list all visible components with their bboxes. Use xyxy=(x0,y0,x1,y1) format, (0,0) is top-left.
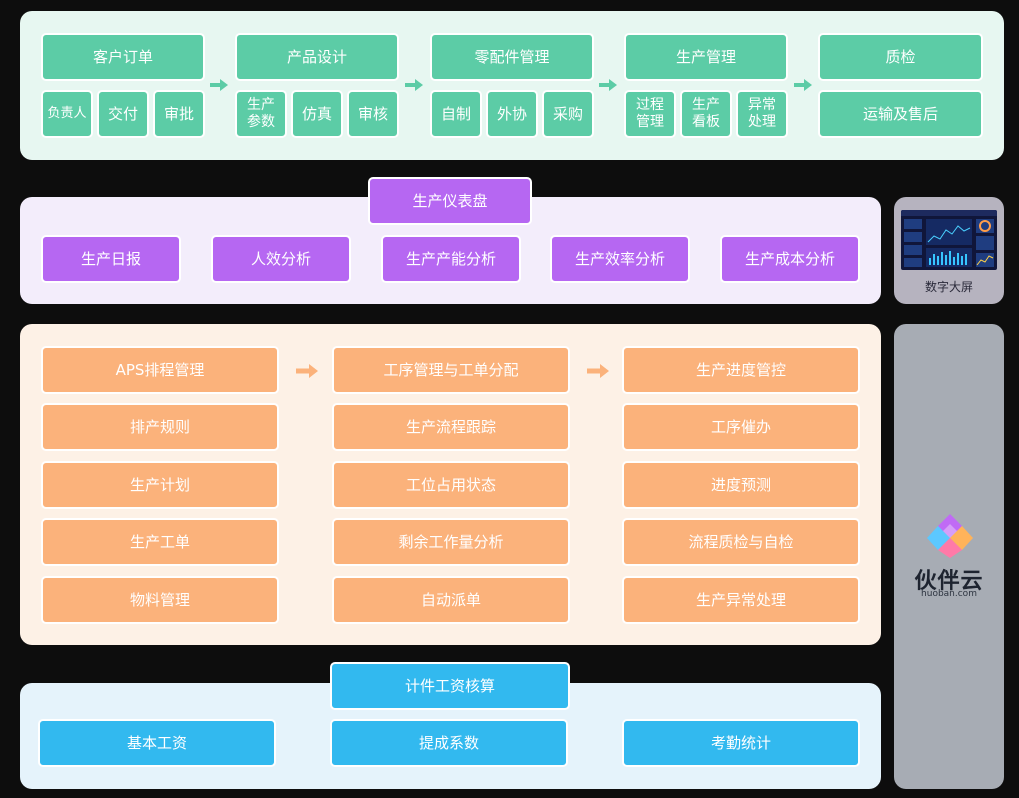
group-sub: 异常 处理 xyxy=(736,90,788,138)
planning-item: 剩余工作量分析 xyxy=(332,518,570,566)
group-sub: 生产 看板 xyxy=(680,90,732,138)
group-sub: 外协 xyxy=(486,90,538,138)
arrow-right-icon xyxy=(599,79,619,91)
planning-item: 物料管理 xyxy=(41,576,279,624)
planning-item: 流程质检与自检 xyxy=(622,518,860,566)
group-sub: 运输及售后 xyxy=(818,90,983,138)
group-sub: 过程 管理 xyxy=(624,90,676,138)
planning-item: 进度预测 xyxy=(622,461,860,509)
group-title: 客户订单 xyxy=(41,33,205,81)
group-sub: 采购 xyxy=(542,90,594,138)
arrow-right-icon xyxy=(794,79,814,91)
planning-item: 生产工单 xyxy=(41,518,279,566)
dashboard-item: 生产效率分析 xyxy=(550,235,690,283)
arrow-right-icon xyxy=(587,364,609,378)
dashboard-title: 生产仪表盘 xyxy=(368,177,532,225)
planning-item: 生产流程跟踪 xyxy=(332,403,570,451)
planning-item: 工序催办 xyxy=(622,403,860,451)
wages-title: 计件工资核算 xyxy=(330,662,570,710)
planning-item: 生产计划 xyxy=(41,461,279,509)
big-screen-label: 数字大屏 xyxy=(924,280,973,294)
wages-item: 提成系数 xyxy=(330,719,568,767)
group-sub: 交付 xyxy=(97,90,149,138)
wages-item: 考勤统计 xyxy=(622,719,860,767)
planning-item: 自动派单 xyxy=(332,576,570,624)
group-title: 生产管理 xyxy=(624,33,788,81)
group-title: 零配件管理 xyxy=(430,33,594,81)
planning-item: 生产异常处理 xyxy=(622,576,860,624)
group-title: 质检 xyxy=(818,33,983,81)
group-sub: 审核 xyxy=(347,90,399,138)
brand-url: huoban.com xyxy=(921,589,977,599)
group-sub: 仿真 xyxy=(291,90,343,138)
group-sub: 自制 xyxy=(430,90,482,138)
dashboard-item: 生产日报 xyxy=(41,235,181,283)
planning-item: 工位占用状态 xyxy=(332,461,570,509)
group-title: 产品设计 xyxy=(235,33,399,81)
big-screen-thumbnail xyxy=(901,210,997,270)
brand-name: 伙伴云 xyxy=(914,569,984,594)
wages-item: 基本工资 xyxy=(38,719,276,767)
planning-column-title: 生产进度管控 xyxy=(622,346,860,394)
dashboard-item: 生产产能分析 xyxy=(381,235,521,283)
dashboard-item: 生产成本分析 xyxy=(720,235,860,283)
arrow-right-icon xyxy=(405,79,425,91)
huoban-logo-icon xyxy=(927,514,973,558)
group-sub: 生产 参数 xyxy=(235,90,287,138)
planning-column-title: 工序管理与工单分配 xyxy=(332,346,570,394)
arrow-right-icon xyxy=(210,79,230,91)
group-sub: 负责人 xyxy=(41,90,93,138)
planning-item: 排产规则 xyxy=(41,403,279,451)
arrow-right-icon xyxy=(296,364,318,378)
dashboard-item: 人效分析 xyxy=(211,235,351,283)
group-sub: 审批 xyxy=(153,90,205,138)
planning-column-title: APS排程管理 xyxy=(41,346,279,394)
